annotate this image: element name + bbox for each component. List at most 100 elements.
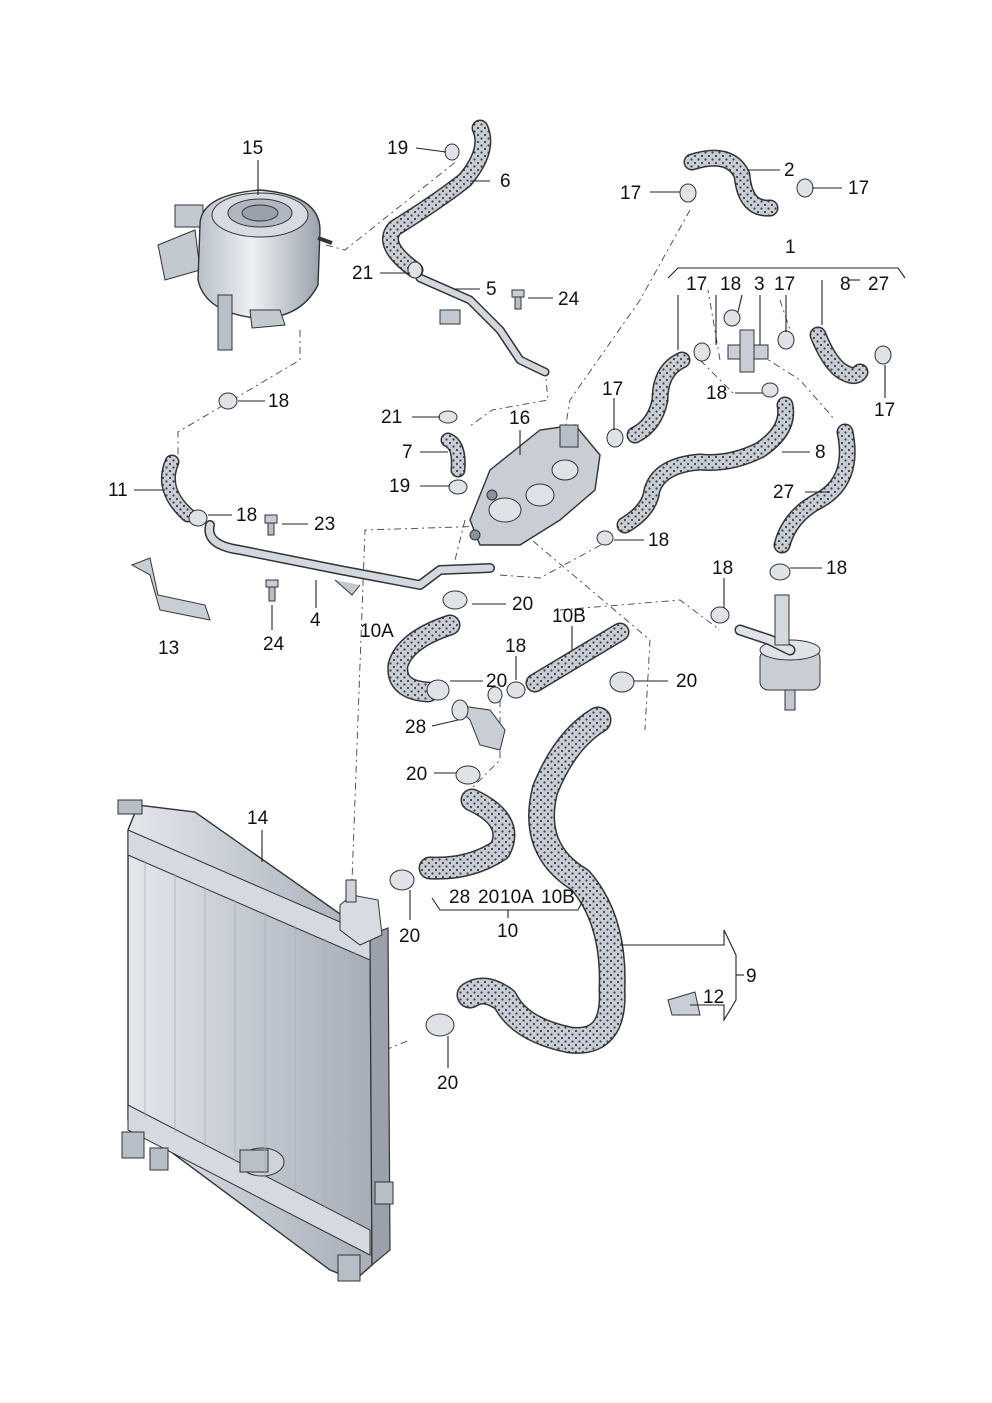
label-17-f: 17 bbox=[602, 379, 623, 400]
clamp-17-c[interactable] bbox=[693, 342, 711, 362]
clamp-20-d[interactable] bbox=[455, 765, 481, 785]
label-16: 16 bbox=[509, 408, 530, 429]
label-20-e: 20 bbox=[399, 926, 420, 947]
label-18-g: 18 bbox=[712, 558, 733, 579]
label-17-e: 17 bbox=[874, 400, 895, 421]
label-4: 4 bbox=[310, 610, 321, 631]
label-6: 6 bbox=[500, 171, 511, 192]
clamp-12[interactable] bbox=[667, 991, 701, 1016]
hose-8-upper[interactable] bbox=[809, 326, 869, 384]
clamp-21-lower[interactable] bbox=[438, 410, 458, 424]
hose-8[interactable] bbox=[616, 396, 795, 534]
label-10B-bottom: 10B bbox=[541, 887, 575, 908]
radiator-fin-lines bbox=[144, 860, 356, 1223]
hose-6[interactable] bbox=[382, 119, 492, 279]
bracket-13[interactable] bbox=[130, 557, 211, 621]
label-2: 2 bbox=[784, 160, 795, 181]
coolant-pipe-4[interactable] bbox=[204, 520, 495, 596]
bolt-24-lower[interactable] bbox=[265, 579, 279, 602]
label-18-b: 18 bbox=[236, 505, 257, 526]
label-11: 11 bbox=[108, 480, 128, 501]
clamp-17-e[interactable] bbox=[874, 345, 892, 365]
hose-clamps bbox=[188, 143, 892, 1037]
label-19-upper: 19 bbox=[387, 138, 408, 159]
label-8: 8 bbox=[815, 442, 826, 463]
label-18-a: 18 bbox=[268, 391, 289, 412]
label-1: 1 bbox=[785, 237, 796, 258]
clamp-20-c[interactable] bbox=[609, 671, 635, 693]
label-23: 23 bbox=[314, 514, 335, 535]
hose-17-left[interactable] bbox=[626, 351, 691, 444]
label-20-row: 20 bbox=[478, 887, 499, 908]
hose-10A[interactable] bbox=[387, 614, 461, 703]
label-15: 15 bbox=[242, 138, 263, 159]
clamp-17-a[interactable] bbox=[679, 183, 697, 203]
label-18-c: 18 bbox=[720, 274, 741, 295]
hose-10B[interactable] bbox=[525, 622, 630, 693]
hose-11[interactable] bbox=[161, 454, 196, 523]
part-labels: 15 19 6 21 5 24 2 17 17 1 17 18 3 17 8 2… bbox=[108, 138, 895, 1094]
label-10A-bottom: 10A bbox=[500, 887, 534, 908]
thermostat-housing[interactable] bbox=[469, 424, 601, 546]
clamp-21-upper[interactable] bbox=[407, 261, 423, 279]
label-24-upper: 24 bbox=[558, 289, 580, 310]
clamp-20-e[interactable] bbox=[389, 869, 415, 891]
label-17-c: 17 bbox=[686, 274, 707, 295]
hose-2[interactable] bbox=[683, 149, 779, 217]
hose-10-lower[interactable] bbox=[418, 788, 516, 880]
clamp-18-b[interactable] bbox=[188, 509, 208, 527]
label-18-e: 18 bbox=[648, 530, 669, 551]
label-21-upper: 21 bbox=[352, 263, 373, 284]
label-20-c: 20 bbox=[676, 671, 697, 692]
bolt-24-upper[interactable] bbox=[511, 289, 525, 310]
label-19-lower: 19 bbox=[389, 476, 410, 497]
clamp-19-upper[interactable] bbox=[444, 143, 460, 161]
t-connector-3[interactable] bbox=[727, 329, 769, 373]
label-12: 12 bbox=[703, 987, 724, 1008]
label-14: 14 bbox=[247, 808, 269, 829]
clamp-20-b[interactable] bbox=[426, 679, 450, 701]
label-5: 5 bbox=[486, 279, 497, 300]
clamp-20-f[interactable] bbox=[425, 1013, 455, 1037]
clamp-17-d[interactable] bbox=[777, 330, 795, 350]
label-28-top: 28 bbox=[405, 717, 426, 738]
oil-cooler[interactable] bbox=[734, 594, 821, 711]
hose-9[interactable] bbox=[456, 706, 626, 1054]
label-9: 9 bbox=[746, 966, 757, 987]
label-7: 7 bbox=[402, 442, 413, 463]
clamp-20-a[interactable] bbox=[442, 590, 468, 610]
label-17-d: 17 bbox=[774, 274, 795, 295]
label-8-top: 8 bbox=[840, 274, 851, 295]
radiator[interactable] bbox=[117, 799, 394, 1282]
label-27: 27 bbox=[773, 482, 794, 503]
label-24-lower: 24 bbox=[263, 634, 285, 655]
label-17-b: 17 bbox=[848, 178, 869, 199]
clamp-18-h[interactable] bbox=[506, 681, 526, 699]
clamp-19-lower[interactable] bbox=[448, 479, 468, 495]
coolant-pipe-5[interactable] bbox=[415, 273, 550, 377]
clamp-18-f[interactable] bbox=[769, 563, 791, 581]
hose-7[interactable] bbox=[440, 432, 466, 478]
label-10: 10 bbox=[497, 921, 518, 942]
clamp-18-d[interactable] bbox=[761, 382, 779, 398]
clamp-18-c[interactable] bbox=[723, 309, 741, 327]
clamp-18-g[interactable] bbox=[710, 606, 730, 624]
label-18-f: 18 bbox=[826, 558, 847, 579]
expansion-tank[interactable] bbox=[157, 189, 333, 351]
clamp-18-e[interactable] bbox=[596, 530, 614, 546]
hose-27[interactable] bbox=[773, 423, 856, 554]
label-10A-top: 10A bbox=[360, 621, 394, 642]
label-13: 13 bbox=[158, 638, 179, 659]
clamp-17-b[interactable] bbox=[796, 178, 814, 198]
clamp-17-f[interactable] bbox=[606, 428, 624, 448]
clamp-18-a[interactable] bbox=[218, 392, 238, 410]
label-20-b: 20 bbox=[486, 671, 507, 692]
connector-28[interactable] bbox=[451, 686, 506, 751]
label-18-d: 18 bbox=[706, 383, 727, 404]
bolt-23[interactable] bbox=[264, 514, 278, 536]
label-27-top: 27 bbox=[868, 274, 889, 295]
label-20-d: 20 bbox=[406, 764, 427, 785]
label-17-a: 17 bbox=[620, 183, 641, 204]
label-21-lower: 21 bbox=[381, 407, 402, 428]
